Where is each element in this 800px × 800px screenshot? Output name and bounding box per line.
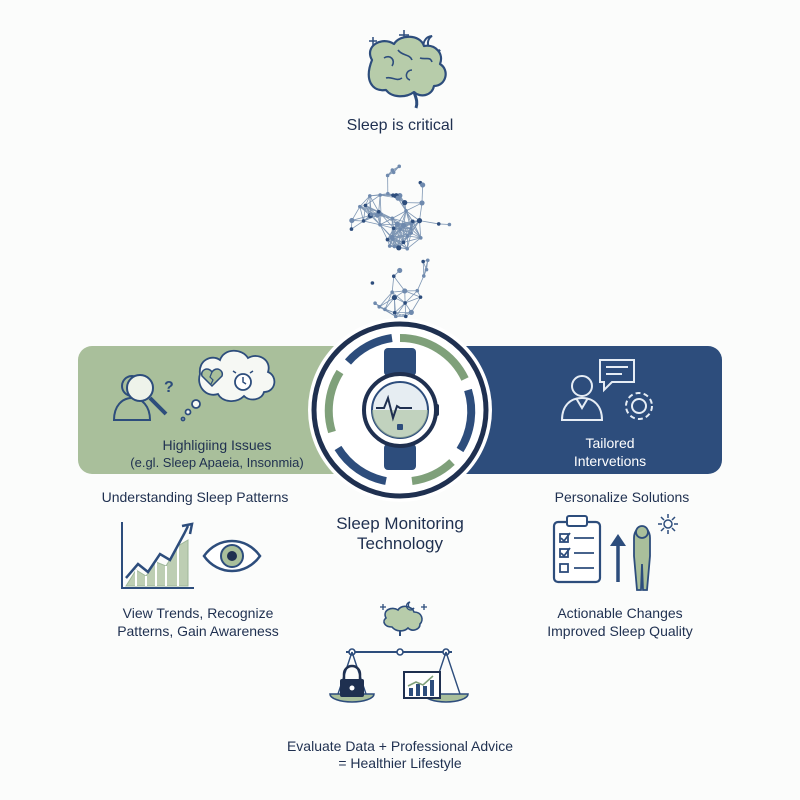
right-caption: Personalize Solutions (554, 489, 690, 505)
title-sleep-critical: Sleep is critical (346, 117, 454, 134)
left-bottom-line1: View Trends, Recognize (122, 605, 274, 621)
bottom-line2: = Healthier Lifestyle (338, 755, 462, 771)
right-bottom-line2: Improved Sleep Quality (547, 623, 693, 639)
left-panel-line1: Highligiing Issues (162, 437, 272, 453)
sun-icon (658, 514, 678, 534)
left-bottom-line2: Patterns, Gain Awareness (117, 623, 279, 639)
right-panel-line2: Intervetions (573, 453, 647, 469)
lock-icon (340, 664, 364, 697)
sparkle-icon (369, 30, 440, 70)
left-caption: Understanding Sleep Patterns (101, 489, 289, 505)
center-line1: Sleep Monitoring (336, 514, 464, 533)
right-panel-line1: Tailored (585, 435, 635, 451)
left-panel-line2: (e.gl. Sleep Apaeia, Insonmia) (130, 455, 304, 470)
bottom-line1: Evaluate Data + Professional Advice (286, 738, 514, 754)
moon-icon (422, 35, 441, 55)
center-line2: Technology (356, 534, 443, 553)
right-bottom-line1: Actionable Changes (557, 605, 683, 621)
